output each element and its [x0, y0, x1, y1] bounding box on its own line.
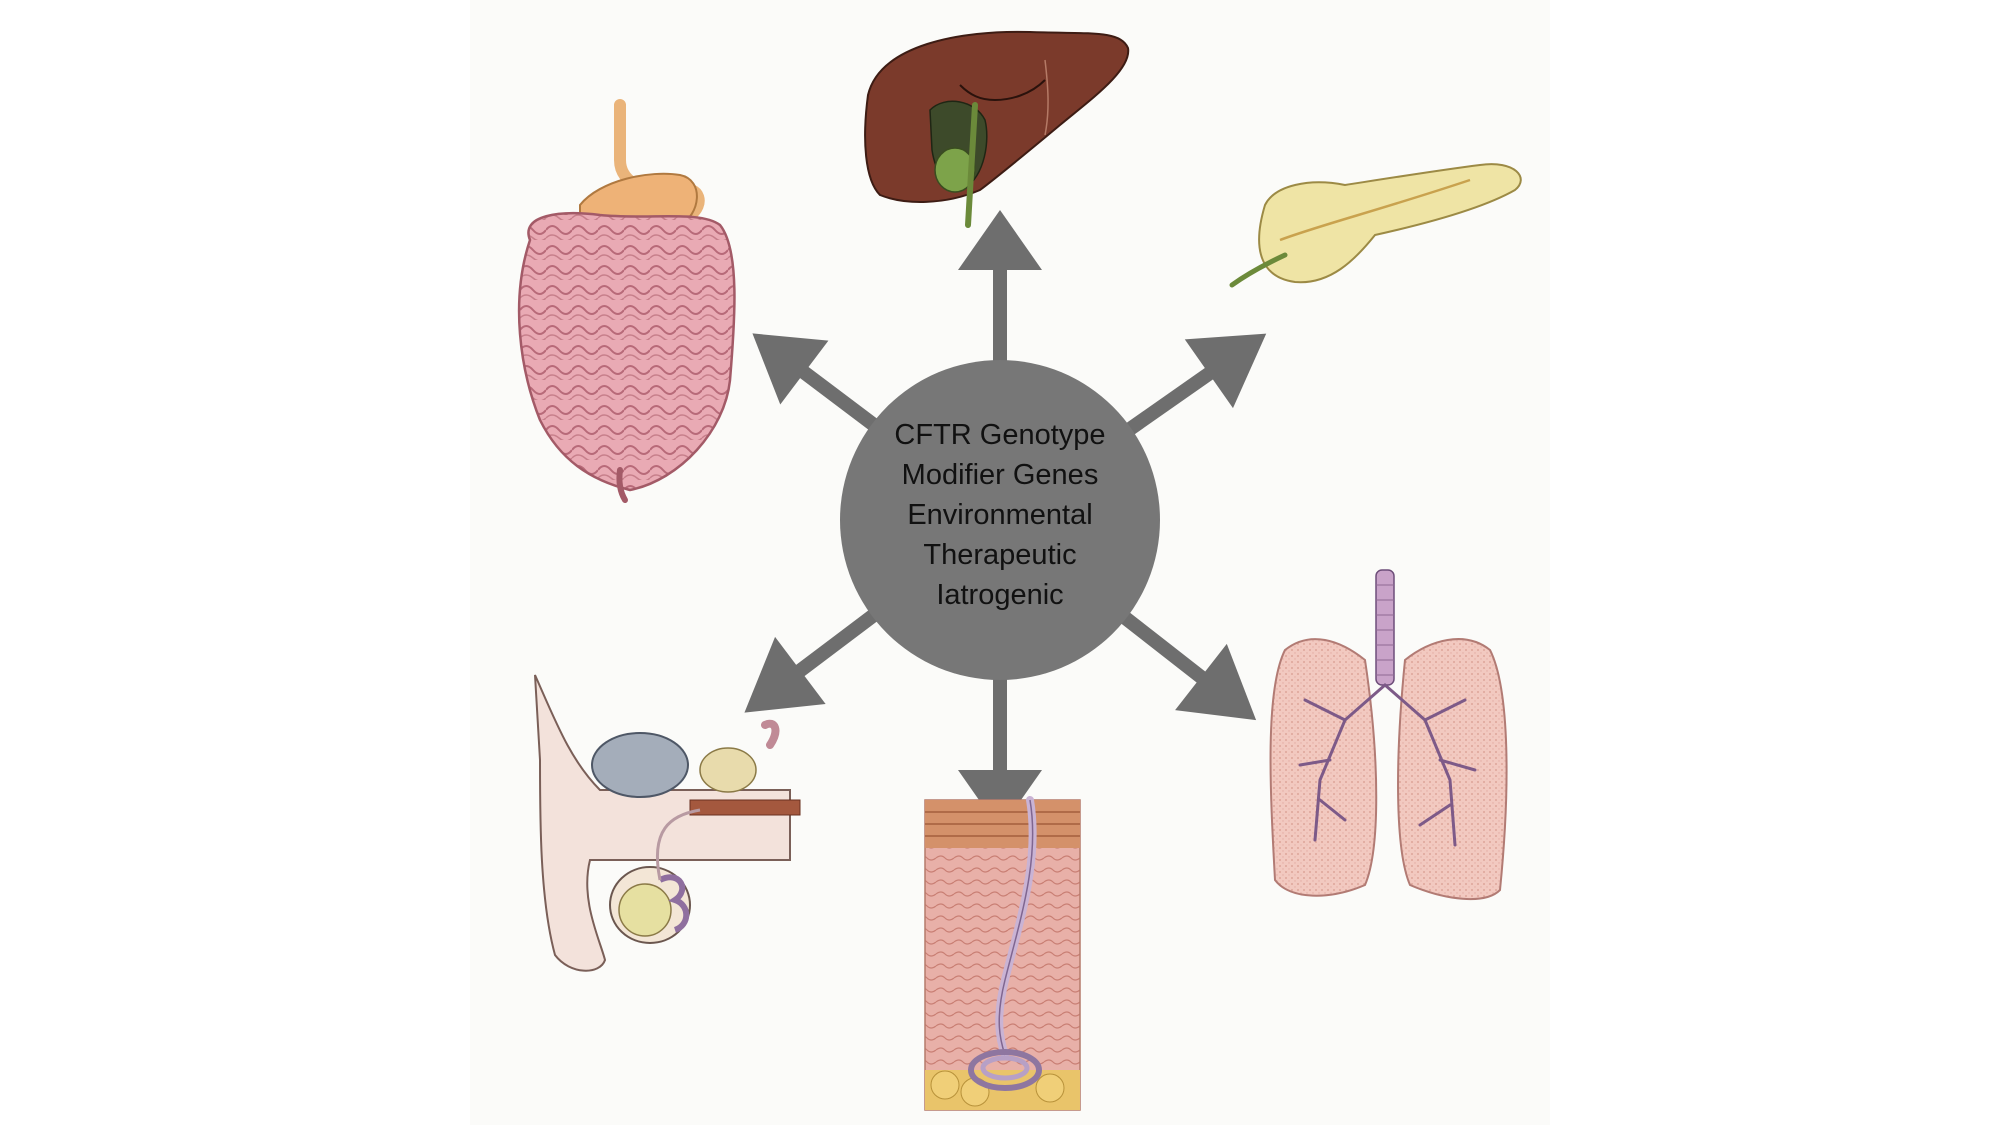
arrow-downleft-reproductive [744, 604, 885, 713]
arrow-downright-lungs [1113, 606, 1257, 721]
pancreas-illustration [1229, 163, 1522, 288]
arrow-upright-pancreas [1118, 333, 1267, 440]
hub-line-4: Therapeutic [923, 539, 1076, 571]
hub-line-1: CFTR Genotype [894, 419, 1105, 451]
hub-circle [840, 360, 1160, 680]
hub-line-3: Environmental [907, 499, 1092, 531]
hub-line-5: Iatrogenic [936, 579, 1063, 611]
lungs-illustration [1269, 569, 1508, 901]
hub: CFTR Genotype Modifier Genes Environment… [840, 360, 1160, 680]
skin-sweat-gland-illustration [924, 796, 1081, 1111]
reproductive-illustration [534, 674, 801, 972]
hub-line-2: Modifier Genes [902, 459, 1099, 491]
arrow-upleft-intestines [752, 333, 885, 436]
arrow-up-liver [958, 210, 1042, 370]
intestines-illustration [517, 99, 736, 503]
liver-illustration [864, 30, 1130, 228]
